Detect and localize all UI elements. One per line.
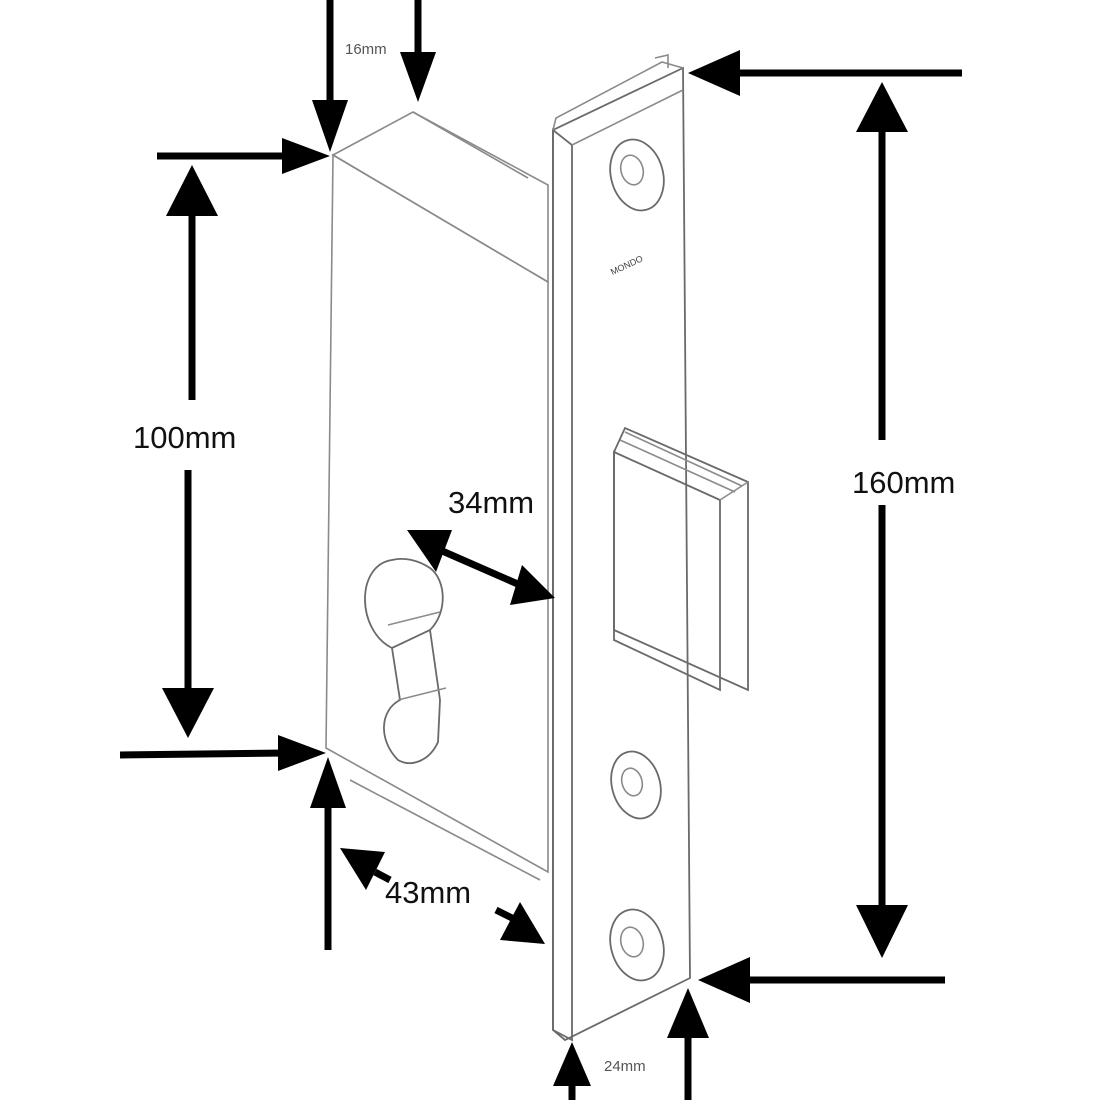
cylinder-cutout xyxy=(364,557,447,764)
arrow-43mm-diagonal xyxy=(340,848,545,944)
label-43mm: 43mm xyxy=(385,875,471,910)
arrow-100mm-vertical xyxy=(162,165,218,738)
arrow-43mm-ref xyxy=(310,757,346,950)
label-34mm: 34mm xyxy=(448,485,534,520)
faceplate-front xyxy=(552,66,691,1042)
arrow-100mm-bottom-ref xyxy=(119,735,326,771)
arrow-16mm-right xyxy=(400,0,436,102)
faceplate-edge xyxy=(552,128,573,1042)
arrow-160mm-top-ref xyxy=(688,50,962,96)
arrow-160mm-vertical xyxy=(856,82,908,958)
case-top-face xyxy=(331,111,549,284)
arrow-160mm-bottom-ref xyxy=(698,957,945,1003)
lock-case xyxy=(325,111,549,881)
arrow-34mm xyxy=(407,530,555,605)
label-24mm: 24mm xyxy=(604,1058,646,1075)
brand-text: MONDO xyxy=(609,253,644,277)
label-160mm: 160mm xyxy=(852,465,955,500)
label-16mm: 16mm xyxy=(345,41,387,58)
screw-hole-bottom xyxy=(609,908,665,982)
arrow-24mm-right xyxy=(667,988,709,1100)
arrow-16mm-left xyxy=(312,0,348,152)
arrow-24mm-left xyxy=(553,1042,591,1100)
label-100mm: 100mm xyxy=(133,420,236,455)
dead-bolt xyxy=(613,426,749,692)
arrow-100mm-top-ref xyxy=(157,138,330,174)
screw-hole-middle xyxy=(610,750,662,820)
screw-hole-top xyxy=(609,138,665,212)
faceplate: MONDO xyxy=(552,53,749,1042)
